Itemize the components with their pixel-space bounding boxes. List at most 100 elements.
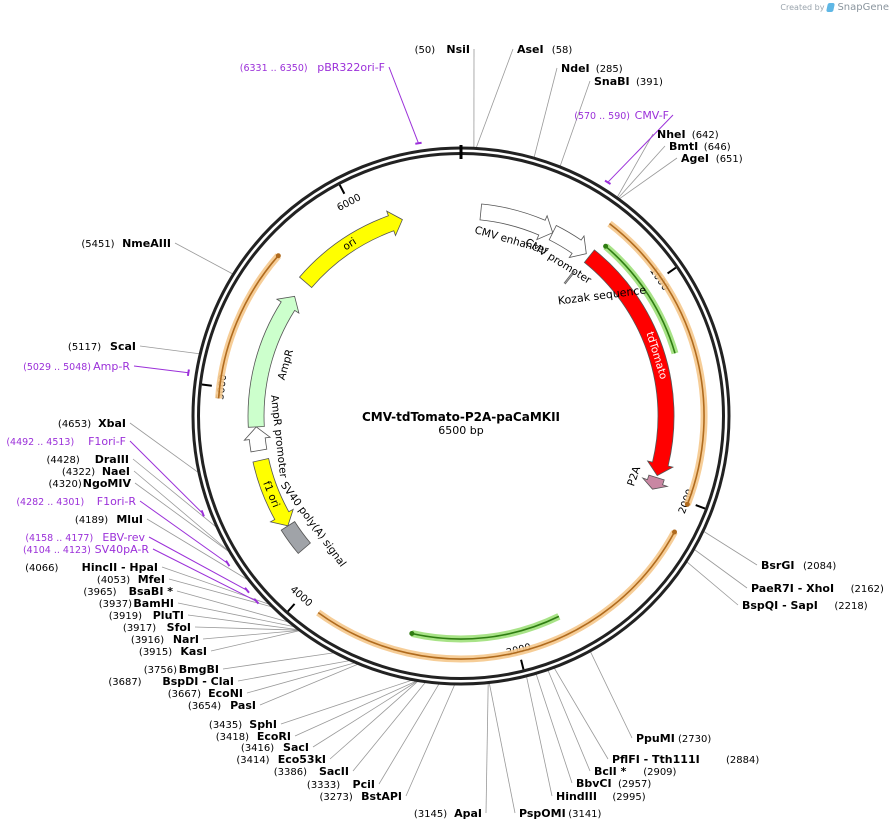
site-leader	[129, 422, 200, 474]
site-naei[interactable]: NaeI(4322)	[62, 465, 130, 478]
tick-mark	[287, 603, 296, 613]
site-sfoi[interactable]: SfoI(3917)	[123, 621, 191, 634]
site-bspqi-sapi[interactable]: BspQI - SapI(2218)	[742, 599, 868, 612]
orf-2-arrowhead	[672, 529, 678, 535]
site-position: (391)	[636, 77, 663, 88]
site-leader	[618, 157, 678, 200]
site-bbvci[interactable]: BbvCI(2957)	[576, 777, 651, 790]
site-leader	[526, 675, 553, 797]
site-snabi[interactable]: SnaBI(391)	[594, 75, 663, 88]
site-labels[interactable]: NsiI(50)AseI(58)NdeI(285)SnaBI(391)NheI(…	[25, 43, 884, 820]
site-sacii[interactable]: SacII(3386)	[274, 765, 349, 778]
site-asei[interactable]: AseI(58)	[517, 43, 572, 56]
site-name: NdeI	[561, 62, 590, 75]
site-ppumi[interactable]: PpuMI(2730)	[636, 732, 711, 745]
site-leader	[488, 682, 516, 814]
site-name: NheI	[657, 128, 686, 141]
site-ndei[interactable]: NdeI(285)	[561, 62, 623, 75]
site-name: BsrGI	[761, 559, 794, 572]
feature-label: AmpR	[276, 348, 296, 381]
site-name: NaeI	[102, 465, 130, 478]
primer-f1ori-f[interactable]: F1ori-F(4492 .. 4513)	[6, 435, 205, 517]
site-pasi[interactable]: PasI(3654)	[188, 699, 256, 712]
primer-ebv-rev[interactable]: EBV-rev(4158 .. 4177)	[25, 531, 250, 594]
site-leader	[237, 660, 352, 682]
orf-2-track	[316, 530, 678, 663]
site-leader	[280, 679, 414, 725]
site-bsabi[interactable]: BsaBI *(3965)	[83, 585, 173, 598]
site-leader	[693, 548, 748, 589]
primer-leader	[139, 500, 228, 564]
site-bspdi-clai[interactable]: BspDI - ClaI(3687)	[108, 675, 234, 688]
site-bmti[interactable]: BmtI(646)	[669, 140, 731, 153]
site-nmeaiii[interactable]: NmeAIII(5451)	[81, 237, 171, 250]
site-pspomi[interactable]: PspOMI(3141)	[519, 807, 602, 820]
site-ecori[interactable]: EcoRI(3418)	[216, 730, 291, 743]
site-pcii[interactable]: PciI(3333)	[307, 778, 375, 791]
site-saci[interactable]: SacI(3416)	[241, 741, 309, 754]
site-pluti[interactable]: PluTI(3919)	[109, 609, 184, 622]
primer-mark	[200, 510, 205, 517]
primer-pbr322ori-f[interactable]: pBR322ori-F(6331 .. 6350)	[240, 61, 422, 145]
site-name: BclI *	[594, 765, 627, 778]
tick-mark	[667, 266, 677, 275]
site-nari[interactable]: NarI(3916)	[131, 633, 199, 646]
primer-sv40pa-r[interactable]: SV40pA-R(4104 .. 4123)	[23, 543, 260, 605]
site-name: Eco53kI	[278, 753, 326, 766]
site-bsrgi[interactable]: BsrGI(2084)	[761, 559, 836, 572]
site-leader	[352, 681, 427, 772]
site-position: (2884)	[726, 755, 759, 766]
site-name: BmgBI	[179, 663, 219, 676]
site-bcli[interactable]: BclI *(2909)	[594, 765, 677, 778]
site-agei[interactable]: AgeI(651)	[681, 152, 743, 165]
tick-label: 4000	[288, 584, 314, 609]
site-sphi[interactable]: SphI(3435)	[209, 718, 277, 731]
site-scai[interactable]: ScaI(5117)	[68, 340, 136, 353]
site-position: (2995)	[612, 792, 645, 803]
site-name: NgoMIV	[83, 477, 132, 490]
feature-arrow	[298, 210, 403, 289]
site-leader	[702, 530, 758, 566]
site-leader	[378, 682, 440, 785]
site-nhei[interactable]: NheI(642)	[657, 128, 719, 141]
site-mfei[interactable]: MfeI(4053)	[97, 573, 165, 586]
site-bamhi[interactable]: BamHI(3937)	[99, 597, 174, 610]
site-xbai[interactable]: XbaI(4653)	[58, 417, 126, 430]
site-position: (3273)	[320, 792, 353, 803]
primer-name: CMV-F	[635, 109, 669, 122]
site-position: (3965)	[83, 587, 116, 598]
orf-1-line	[609, 222, 705, 505]
feature-ori[interactable]: ori	[298, 210, 403, 289]
site-hindiii[interactable]: HindIII(2995)	[556, 790, 646, 803]
site-draiii[interactable]: DraIII(4428)	[47, 453, 129, 466]
primer-cmv-f[interactable]: CMV-F(570 .. 590)	[574, 109, 674, 185]
site-position: (4053)	[97, 575, 130, 586]
feature-arrow	[243, 426, 272, 453]
feature-cmv-promoter[interactable]: CMV promoter	[523, 224, 594, 287]
site-position: (5451)	[81, 239, 114, 250]
primer-name: F1ori-F	[88, 435, 126, 448]
feature-f1-ori[interactable]: f1 ori	[252, 458, 294, 527]
primer-name: Amp-R	[93, 360, 130, 373]
site-ngomiv[interactable]: NgoMIV(4320)	[49, 477, 132, 490]
site-hincii-hpai[interactable]: HincII - HpaI(4066)	[25, 561, 158, 574]
site-econi[interactable]: EcoNI(3667)	[168, 687, 243, 700]
site-pflfi-tth111i[interactable]: PflFI - Tth111I(2884)	[612, 753, 759, 766]
site-leader-lines	[129, 48, 758, 814]
primer-f1ori-r[interactable]: F1ori-R(4282 .. 4301)	[16, 495, 231, 567]
orf-4-line	[605, 245, 676, 354]
site-mlui[interactable]: MluI(4189)	[75, 513, 143, 526]
primer-amp-r[interactable]: Amp-R(5029 .. 5048)	[23, 360, 190, 377]
site-nsii[interactable]: NsiI(50)	[415, 43, 470, 56]
site-leader	[146, 518, 251, 582]
kozak-mark	[563, 270, 575, 284]
site-bstapi[interactable]: BstAPI(3273)	[320, 790, 402, 803]
site-bmgbi[interactable]: BmgBI(3756)	[144, 663, 219, 676]
map-title: CMV-tdTomato-P2A-paCaMKII	[362, 410, 560, 424]
site-eco53ki[interactable]: Eco53kI(3414)	[236, 753, 326, 766]
site-kasi[interactable]: KasI(3915)	[139, 645, 207, 658]
site-apai[interactable]: ApaI(3145)	[414, 807, 482, 820]
site-paer7i-xhoi[interactable]: PaeR7I - XhoI(2162)	[751, 582, 884, 595]
tick-mark	[520, 659, 525, 670]
orf-4-arrowhead	[603, 243, 609, 249]
